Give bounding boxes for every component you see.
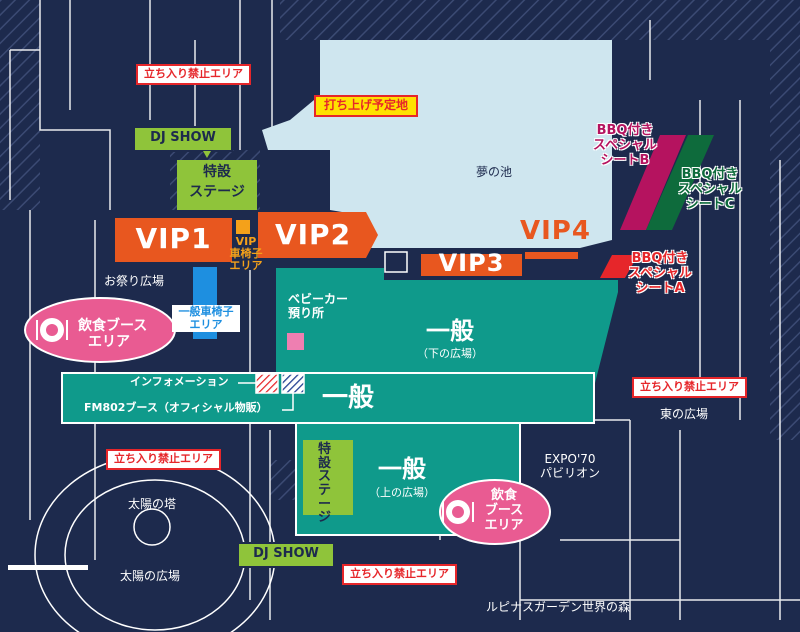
- bbq-a-line-3: シートA: [635, 280, 685, 296]
- expo-pavilion-label: EXPO'70 パビリオン: [530, 452, 610, 481]
- bbq-b-line-2: スペシャル: [592, 137, 658, 153]
- bbq-a-line-2: スペシャル: [627, 265, 693, 281]
- food-booth-east-line-3: エリア: [484, 517, 524, 533]
- expo-pavilion-line-2: パビリオン: [539, 465, 600, 480]
- bbq-c-line-3: シートC: [685, 196, 735, 212]
- vip4-bar: [525, 252, 578, 259]
- info-marker: [255, 373, 279, 394]
- sun-plaza-label: 太陽の広場: [120, 569, 181, 583]
- food-booth-east-label: 飲食 ブース エリア: [474, 488, 534, 534]
- food-booth-west-label: 飲食ブース エリア: [78, 318, 147, 350]
- stage-north-label-2: ステージ: [189, 184, 245, 200]
- vip1-block: [115, 218, 232, 262]
- vip-wheelchair-label: VIP 車椅子 エリア: [226, 235, 266, 273]
- vip-wheelchair-line-2: 車椅子: [229, 247, 263, 261]
- stroller-square: [287, 333, 304, 350]
- stage-north-label-1: 特設: [203, 164, 231, 180]
- stroller-line-2: 預り所: [288, 305, 325, 320]
- general-lower-sub: （下の広場）: [417, 347, 483, 360]
- vip3-label: VIP3: [438, 249, 505, 277]
- bbq-b-label: BBQ付き スペシャル シートB: [575, 123, 675, 169]
- dj-show-south: [237, 542, 335, 568]
- lupinus-forest-label: ルピナスガーデン世界の森: [486, 600, 631, 614]
- stroller-label: ベビーカー 預り所: [288, 292, 349, 321]
- vip3-block: [421, 254, 522, 276]
- vip2-label: VIP2: [274, 218, 352, 251]
- bbq-c-band: [646, 135, 714, 230]
- pond: [262, 40, 612, 248]
- wheelchair-label: 一般車椅子 エリア: [172, 305, 240, 333]
- wheelchair-line-1: 一般車椅子: [178, 305, 234, 318]
- vip-wheelchair-square: [236, 220, 250, 234]
- navy-zone-north: [40, 0, 280, 210]
- stage-north: [177, 160, 257, 210]
- bbq-c-line-1: BBQ付き: [681, 167, 739, 182]
- general-area-lower: [276, 268, 618, 395]
- food-booth-west-line-1: 飲食ブース: [78, 318, 148, 334]
- restricted-label-east: 立ち入り禁止エリア: [632, 377, 747, 398]
- vip-wheelchair-line-3: エリア: [229, 259, 263, 273]
- vip1-label: VIP1: [135, 222, 212, 255]
- general-upper-sub: （上の広場）: [369, 486, 435, 499]
- dj-show-north-pointer: [203, 151, 211, 158]
- fm802-marker: [281, 373, 305, 394]
- bbq-b-line-3: シートB: [600, 152, 650, 168]
- information-label: インフォメーション: [130, 375, 229, 388]
- bbq-c-label: BBQ付き スペシャル シートC: [660, 167, 760, 213]
- general-strip-label: 一般: [322, 383, 375, 413]
- bbq-b-band: [620, 135, 686, 230]
- east-plaza-label: 東の広場: [660, 407, 709, 421]
- fm802-leader: [282, 393, 294, 411]
- restricted-label-south: 立ち入り禁止エリア: [342, 564, 457, 585]
- general-lower-label: 一般: [426, 317, 474, 345]
- stage-south: [303, 440, 353, 515]
- dj-show-north-label: DJ SHOW: [150, 130, 216, 145]
- food-booth-east: [439, 479, 551, 545]
- vip-wheelchair-line-1: VIP: [235, 235, 257, 248]
- white-path: [8, 565, 88, 570]
- dj-show-south-label: DJ SHOW: [253, 546, 319, 561]
- bbq-a-label: BBQ付き スペシャル シートA: [610, 251, 710, 297]
- bbq-a-band: [600, 255, 638, 278]
- white-box: [384, 251, 408, 273]
- food-icon-east: [442, 500, 474, 524]
- general-upper-label: 一般: [378, 455, 426, 483]
- dj-show-north: [133, 126, 233, 152]
- fm802-label: FM802ブース（オフィシャル物販）: [84, 401, 268, 414]
- wheelchair-line-2: エリア: [189, 317, 223, 331]
- festival-plaza-label: お祭り広場: [104, 274, 165, 288]
- bbq-c-line-2: スペシャル: [677, 181, 743, 197]
- stroller-line-1: ベビーカー: [288, 292, 349, 306]
- food-icon-west: [36, 318, 68, 342]
- navy-zone-southwest: [0, 500, 300, 632]
- vip2-block: [258, 212, 378, 258]
- food-booth-east-line-1: 飲食: [490, 488, 517, 503]
- food-booth-west-line-2: エリア: [88, 334, 130, 351]
- expo-pavilion-line-1: EXPO'70: [544, 452, 596, 466]
- stage-south-label: 特設ステージ: [318, 442, 332, 526]
- restricted-label-west: 立ち入り禁止エリア: [106, 449, 221, 470]
- tower-of-sun-label: 太陽の塔: [128, 497, 177, 511]
- bbq-b-line-1: BBQ付き: [596, 123, 654, 138]
- food-booth-east-line-2: ブース: [484, 502, 524, 518]
- bbq-a-line-1: BBQ付き: [631, 251, 689, 266]
- restricted-label-north: 立ち入り禁止エリア: [136, 64, 251, 85]
- vip4-label: VIP4: [520, 216, 591, 246]
- pond-label: 夢の池: [476, 165, 513, 179]
- planned-launch-label: 打ち上げ予定地: [314, 95, 419, 117]
